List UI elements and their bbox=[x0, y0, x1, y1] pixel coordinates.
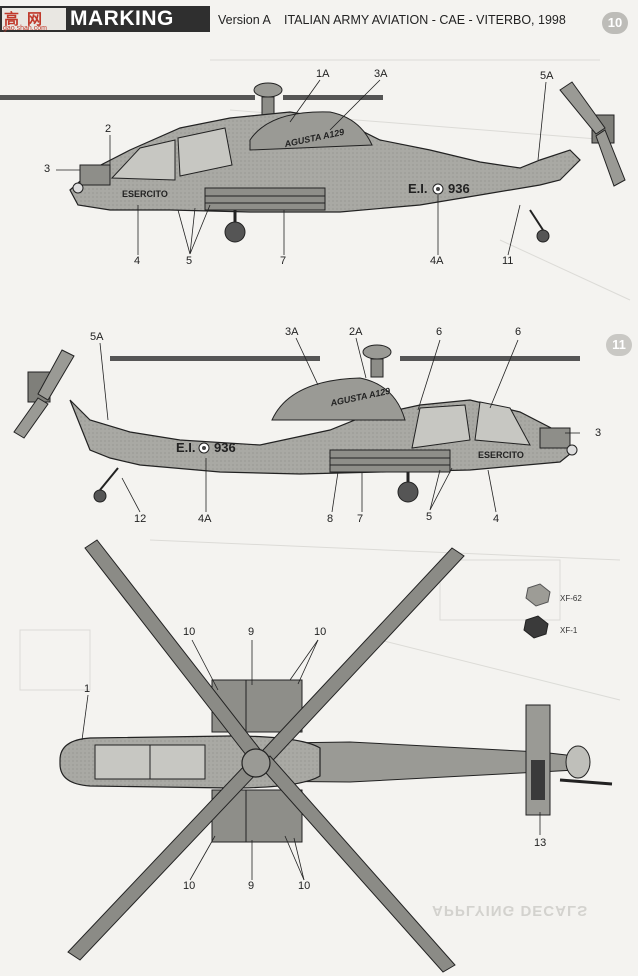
callout-7: 7 bbox=[357, 513, 364, 525]
page-number-badge-next: 11 bbox=[606, 334, 632, 356]
watermark-logo bbox=[2, 8, 66, 30]
callout-6: 6 bbox=[436, 326, 443, 338]
version-label: Version A bbox=[218, 13, 271, 27]
bleed-through-heading: APPLYING DECALS bbox=[432, 902, 589, 919]
main-rotor-blade-left bbox=[0, 95, 255, 100]
paint-code-xf1: XF-1 bbox=[560, 626, 578, 635]
watermark-brand-text: 高网 bbox=[4, 11, 45, 28]
callout-12: 12 bbox=[134, 513, 147, 525]
callout-5: 5 bbox=[426, 511, 433, 523]
tail-rotor-profile-1 bbox=[559, 81, 626, 187]
unit-subtitle: ITALIAN ARMY AVIATION - CAE - VITERBO, 1… bbox=[284, 13, 566, 27]
callout-4: 4 bbox=[493, 513, 500, 525]
main-rotor-blade-left bbox=[110, 356, 320, 361]
callout-5A: 5A bbox=[540, 70, 554, 82]
callout-3: 3 bbox=[44, 163, 51, 175]
paint-swatch-icons bbox=[523, 583, 551, 639]
branch-text-esercito: ESERCITO bbox=[122, 189, 168, 199]
serial-number: 936 bbox=[448, 181, 470, 196]
bleed-through-lines bbox=[19, 59, 631, 701]
callout-8: 8 bbox=[327, 513, 334, 525]
callout-10: 10 bbox=[183, 880, 196, 892]
side-view-left-profile bbox=[13, 337, 580, 513]
callout-10: 10 bbox=[298, 880, 311, 892]
callout-13: 13 bbox=[534, 837, 547, 849]
callout-1: 1 bbox=[84, 683, 91, 695]
callout-11: 11 bbox=[502, 255, 514, 267]
tail-code: E.I. bbox=[176, 440, 196, 455]
serial-number: 936 bbox=[214, 440, 236, 455]
main-rotor-blade-right bbox=[283, 95, 383, 100]
callout-3A: 3A bbox=[285, 326, 299, 338]
callout-9: 9 bbox=[248, 880, 255, 892]
callout-5: 5 bbox=[186, 255, 193, 267]
callout-9: 9 bbox=[248, 626, 255, 638]
callout-5A: 5A bbox=[90, 331, 104, 343]
callout-7: 7 bbox=[280, 255, 287, 267]
callout-4: 4 bbox=[134, 255, 141, 267]
top-view-plan bbox=[59, 539, 613, 973]
tail-code: E.I. bbox=[408, 181, 428, 196]
callout-4A: 4A bbox=[430, 255, 444, 267]
paint-code-xf62: XF-62 bbox=[560, 594, 582, 603]
side-view-right-profile bbox=[0, 79, 626, 256]
callout-10: 10 bbox=[183, 626, 196, 638]
callout-4A: 4A bbox=[198, 513, 212, 525]
main-rotor-blade-right bbox=[400, 356, 580, 361]
page-title: MARKING bbox=[70, 7, 174, 30]
callout-10: 10 bbox=[314, 626, 327, 638]
page-number-badge: 10 bbox=[602, 12, 628, 34]
tail-rotor-profile-2 bbox=[13, 349, 75, 439]
callout-3: 3 bbox=[595, 427, 602, 439]
callout-3A: 3A bbox=[374, 68, 388, 80]
callout-2A: 2A bbox=[349, 326, 363, 338]
branch-text-esercito: ESERCITO bbox=[478, 450, 524, 460]
callout-1A: 1A bbox=[316, 68, 330, 80]
watermark-url: gao.shan.com bbox=[3, 25, 47, 32]
callout-2: 2 bbox=[105, 123, 112, 135]
callout-6: 6 bbox=[515, 326, 522, 338]
